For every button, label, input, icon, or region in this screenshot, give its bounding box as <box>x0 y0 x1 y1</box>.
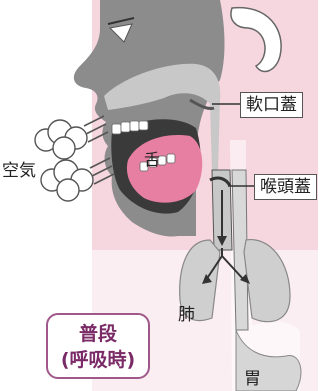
bronchi-arrow-left <box>202 274 212 284</box>
esophagus <box>231 169 249 331</box>
label-tongue: 舌 <box>144 150 161 169</box>
label-soft-palate: 軟口蓋 <box>240 92 303 118</box>
bronchi-arrow-right <box>240 274 250 284</box>
stomach <box>235 329 302 391</box>
eye <box>107 17 135 43</box>
lungs <box>179 239 291 323</box>
ear <box>230 6 282 73</box>
bronchi <box>205 248 245 281</box>
label-air: 空気 <box>2 161 36 181</box>
nasal-airway <box>104 63 221 170</box>
label-lungs: 肺 <box>178 305 195 325</box>
mode-badge-line1: 普段 <box>78 323 117 345</box>
upper-teeth <box>111 120 149 135</box>
label-epiglottis: 喉頭蓋 <box>254 174 317 200</box>
airflow-arrow-down <box>217 236 227 246</box>
air-stream-lower <box>89 157 115 185</box>
air-puff-upper <box>34 119 88 160</box>
tongue <box>126 135 203 203</box>
mode-badge: 普段 (呼吸時) <box>46 313 150 379</box>
lower-teeth <box>139 153 176 172</box>
mode-badge-line2: (呼吸時) <box>60 349 136 371</box>
epiglottis-flap <box>209 176 232 187</box>
label-stomach: 胃 <box>244 369 261 389</box>
air-stream-upper <box>83 115 109 143</box>
soft-palate <box>189 98 215 110</box>
air-puff-lower <box>40 159 94 202</box>
